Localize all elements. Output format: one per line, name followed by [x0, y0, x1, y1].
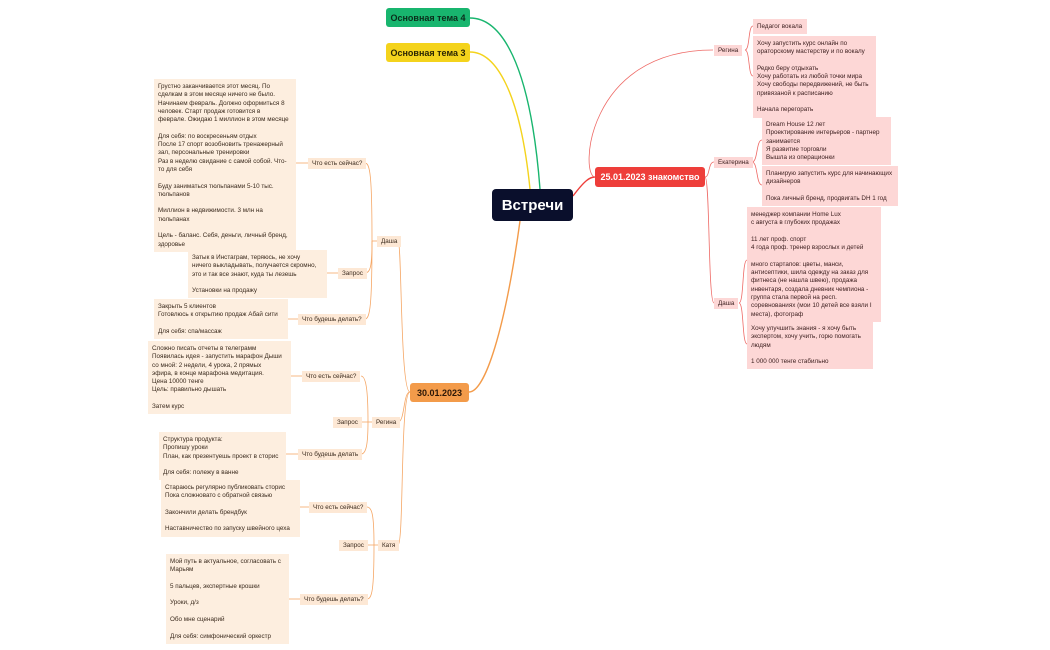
left-dasha-label[interactable]: Даша	[377, 236, 402, 248]
link-katya-now	[366, 506, 375, 546]
link-root-orange	[468, 220, 521, 393]
left-katya-do-label[interactable]: Что будешь делать?	[300, 594, 368, 606]
right-ekaterina-item-1[interactable]: Dream House 12 лет Проектирование интерь…	[762, 117, 891, 166]
link-regina-now	[360, 375, 369, 423]
left-dasha-now-label[interactable]: Что есть сейчас?	[308, 158, 367, 170]
right-ekaterina-label[interactable]: Екатерина	[714, 157, 753, 169]
link-dasha-now	[364, 162, 373, 242]
link-orange-dasha	[397, 240, 411, 393]
right-dasha-label[interactable]: Даша	[714, 298, 739, 310]
link-katya-do	[366, 544, 375, 600]
left-dasha-request-label[interactable]: Запрос	[338, 268, 367, 280]
link-ekat-item2	[751, 161, 763, 186]
left-katya-request-label[interactable]: Запрос	[339, 540, 368, 552]
right-regina-label[interactable]: Регина	[714, 45, 743, 57]
link-root-yellow	[469, 51, 531, 190]
link-ekat-item1	[751, 139, 763, 163]
link-red-ekaterina	[704, 161, 715, 178]
right-ekaterina-item-2[interactable]: Планирую запустить курс для начинающих д…	[762, 166, 898, 207]
left-katya-now-label[interactable]: Что есть сейчас?	[309, 502, 368, 514]
right-regina-item-2[interactable]: Хочу запустить курс онлайн по ораторском…	[753, 36, 876, 118]
topic-main-3[interactable]: Основная тема 3	[386, 43, 470, 62]
left-regina-now-text[interactable]: Сложно писать отчеты в телеграмм Появила…	[148, 341, 291, 415]
topic-30-01-2023[interactable]: 30.01.2023	[410, 383, 469, 402]
left-dasha-request-text[interactable]: Затык в Инстаграм, теряюсь, не хочу ниче…	[188, 250, 327, 299]
link-red-dasha	[704, 176, 715, 304]
left-regina-now-label[interactable]: Что есть сейчас?	[302, 371, 361, 383]
link-orange-katya	[397, 391, 411, 546]
link-rdasha-item1	[738, 259, 748, 304]
link-red-regina	[588, 49, 714, 178]
right-regina-item-1[interactable]: Педагог вокала	[753, 19, 807, 35]
left-regina-request-label[interactable]: Запрос	[333, 417, 362, 429]
left-katya-label[interactable]: Катя	[378, 540, 400, 552]
link-dasha-do	[364, 240, 373, 320]
topic-25-01-2023[interactable]: 25.01.2023 знакомство	[595, 167, 705, 187]
link-rregina-item1	[744, 25, 754, 51]
root-node[interactable]: Встречи	[492, 189, 573, 221]
left-dasha-do-text[interactable]: Закрыть 5 клиентов Готовлюсь к открытию …	[154, 299, 288, 340]
left-dasha-do-label[interactable]: Что будешь делать?	[298, 314, 366, 326]
topic-main-4[interactable]: Основная тема 4	[386, 8, 470, 27]
left-dasha-now-text[interactable]: Грустно заканчивается этот месяц. По сде…	[154, 79, 296, 252]
left-katya-now-text[interactable]: Стараюсь регулярно публиковать сторис По…	[161, 480, 300, 537]
left-regina-do-text[interactable]: Структура продукта: Пропишу уроки План, …	[159, 432, 286, 481]
link-rregina-item2	[744, 49, 754, 77]
left-regina-do-label[interactable]: Что будешь делать	[298, 449, 363, 461]
left-katya-do-text[interactable]: Мой путь в актуальное, согласовать с Мар…	[166, 554, 289, 644]
right-dasha-item-1[interactable]: менеджер компании Home Lux с августа в г…	[747, 207, 881, 322]
left-regina-label[interactable]: Регина	[372, 417, 401, 429]
right-dasha-item-2[interactable]: Хочу улучшить знания - я хочу быть экспе…	[747, 321, 873, 370]
link-root-red	[572, 176, 596, 197]
link-root-green	[469, 17, 541, 190]
link-regina-do	[360, 421, 369, 455]
link-rdasha-item2	[738, 302, 748, 345]
